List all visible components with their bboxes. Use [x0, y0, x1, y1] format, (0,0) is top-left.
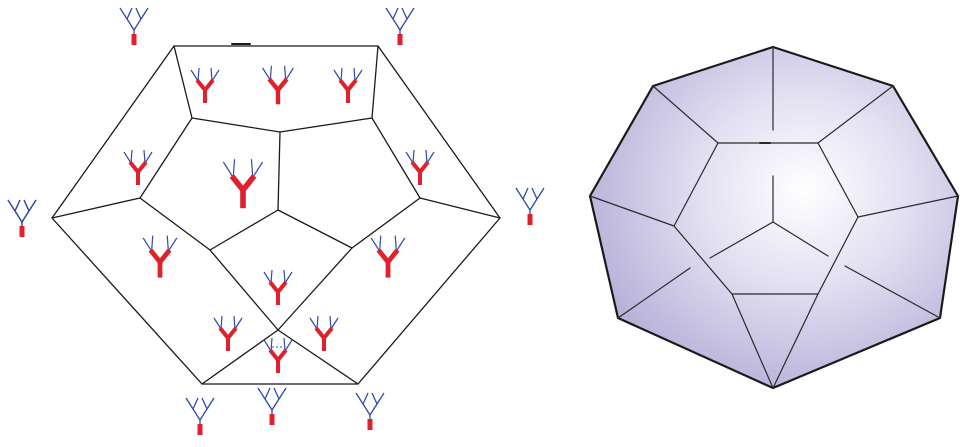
outer-antibody-glyph-7 — [7, 199, 37, 237]
outer-antibody-glyph-5 — [257, 387, 287, 425]
inner-antibody-glyph-10 — [309, 315, 339, 351]
outer-antibody-glyph-6 — [355, 392, 385, 430]
inner-antibody-glyph-11 — [263, 337, 293, 373]
inner-antibody-glyph-7 — [370, 235, 406, 278]
inner-antibody-glyph-1 — [262, 65, 294, 105]
outer-antibody-glyph-3 — [515, 187, 545, 225]
inner-antibody-glyph-0 — [190, 67, 220, 103]
inner-antibody-glyph-9 — [213, 315, 243, 351]
inner-antibody-glyph-8 — [263, 269, 293, 305]
solid-body — [588, 45, 960, 390]
inner-antibody-glyph-3 — [123, 149, 153, 185]
outer-antibody-glyph-1 — [385, 7, 415, 45]
outer-antibody-glyph-0 — [119, 7, 149, 45]
antibody-glyphs — [7, 7, 545, 435]
left-panel — [7, 7, 545, 435]
outer-antibody-glyph-4 — [185, 397, 215, 435]
inner-antibody-glyph-4 — [405, 149, 435, 185]
right-panel — [588, 45, 960, 390]
inner-antibody-glyph-6 — [142, 235, 178, 278]
inner-antibody-glyph-2 — [333, 67, 363, 103]
inner-antibody-glyph-5 — [222, 159, 264, 209]
dodecahedron-wireframe — [51, 43, 501, 385]
solid-edges — [589, 46, 959, 390]
